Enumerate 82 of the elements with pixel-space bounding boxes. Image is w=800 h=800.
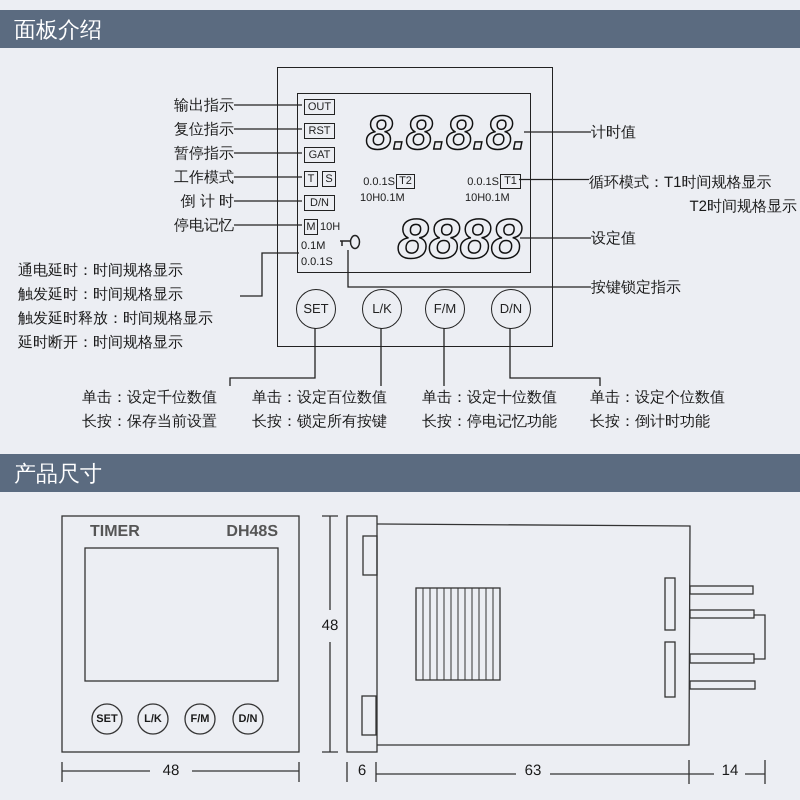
button-text: D/N <box>238 713 258 725</box>
panel-text: TIMER <box>90 524 140 540</box>
indicator-box <box>304 147 335 163</box>
indicator-label: GAT <box>308 150 330 160</box>
indicator-box <box>304 99 335 115</box>
callout-text: 计时值 <box>591 123 637 143</box>
button-text: F/M <box>190 713 210 725</box>
callout-text: 复位指示 <box>173 120 234 140</box>
leader-line <box>524 131 591 133</box>
leader-line <box>234 176 302 178</box>
round-button: D/N <box>491 289 531 329</box>
indicator-label: S <box>325 174 333 184</box>
callout-text: 触发延时释放：时间规格显示 <box>18 309 214 329</box>
panel-frame <box>277 67 553 347</box>
callout-text: T2时间规格显示 <box>688 197 797 217</box>
leader-line <box>443 328 445 386</box>
leader-line <box>240 252 299 297</box>
dimension-label: 48 <box>162 762 180 780</box>
callout-text: 通电延时：时间规格显示 <box>18 261 184 281</box>
callout-text: 循环模式：T1时间规格显示 <box>589 173 773 193</box>
dimension-label: 6 <box>356 762 368 780</box>
callout-text: 单击：设定百位数值 <box>252 388 388 408</box>
callout-text: 0.1M <box>301 239 326 254</box>
indicator-label: M <box>306 222 316 232</box>
leader-line <box>519 178 589 180</box>
callout-text: 长按：停电记忆功能 <box>422 412 558 432</box>
callout-text: 长按：保存当前设置 <box>82 412 218 432</box>
indicator-text: 10H <box>320 222 340 233</box>
indicator-box <box>322 171 336 187</box>
leader-line <box>234 152 302 154</box>
callout-text: 倒 计 时 <box>180 192 234 212</box>
callout-text: 设定值 <box>591 229 637 249</box>
indicator-text: 0.0.1S <box>363 177 395 188</box>
callout-text: 单击：设定十位数值 <box>422 388 558 408</box>
callout-text: 暂停指示 <box>173 144 234 164</box>
leader-line <box>229 328 316 386</box>
callout-text: 输出指示 <box>173 96 234 116</box>
button-text: SET <box>95 713 119 725</box>
round-button: F/M <box>425 289 465 329</box>
callout-text: 单击：设定千位数值 <box>82 388 218 408</box>
leader-line <box>520 237 591 239</box>
indicator-label: RST <box>308 126 330 136</box>
indicator-label: OUT <box>308 102 332 112</box>
indicator-label: T <box>308 174 314 184</box>
callout-text: 触发延时：时间规格显示 <box>18 285 184 305</box>
model-text: DH48S <box>225 524 278 540</box>
callout-text: 工作模式 <box>173 168 234 188</box>
indicator-label: T1 <box>504 176 517 187</box>
seven-segment-readout: 8888 <box>397 211 522 267</box>
indicator-box <box>304 195 335 211</box>
lcd-screen <box>297 93 531 273</box>
callout-text: 长按：锁定所有按键 <box>252 412 388 432</box>
round-button: L/K <box>362 289 402 329</box>
leader-line <box>234 224 302 226</box>
leader-line <box>380 328 382 386</box>
indicator-text: 10H0.1M <box>465 193 510 204</box>
callout-text: 0.0.1S <box>301 255 334 270</box>
dimension-label: 48 <box>320 617 340 635</box>
indicator-label: D/N <box>310 198 329 208</box>
callout-text: 单击：设定个位数值 <box>590 388 726 408</box>
leader-line <box>234 128 302 130</box>
indicator-box <box>304 171 318 187</box>
callout-text: 按键锁定指示 <box>591 278 682 298</box>
leader-line <box>234 104 302 106</box>
key-icon <box>339 234 361 252</box>
leader-line <box>509 328 601 386</box>
dimension-label: 14 <box>720 762 740 780</box>
callout-text: 长按：倒计时功能 <box>590 412 711 432</box>
round-button: SET <box>296 289 336 329</box>
indicator-label: T2 <box>399 176 412 187</box>
button-text: L/K <box>143 713 163 725</box>
leader-line <box>234 200 302 202</box>
section-header: 产品尺寸 <box>0 454 800 492</box>
dimension-label: 63 <box>524 762 542 780</box>
callout-text: 停电记忆 <box>173 216 234 236</box>
indicator-box <box>304 123 335 139</box>
callout-text: 延时断开：时间规格显示 <box>18 333 184 353</box>
leader-line <box>347 250 591 288</box>
indicator-text: 0.0.1S <box>467 177 499 188</box>
indicator-text: 10H0.1M <box>360 193 405 204</box>
section-header: 面板介绍 <box>0 10 800 48</box>
seven-segment-readout: 8.8.8.8. <box>366 110 526 158</box>
